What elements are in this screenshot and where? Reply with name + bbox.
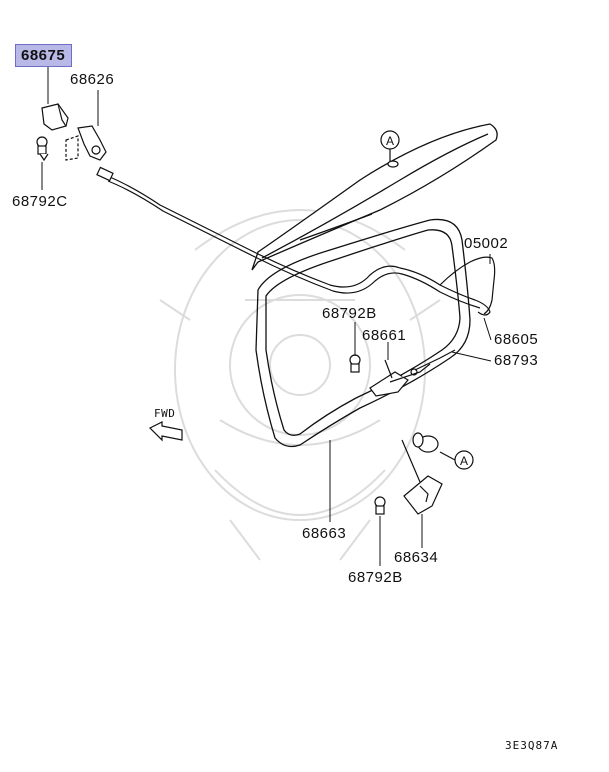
part-68792b-bottom-clip	[374, 496, 386, 515]
ref-a-top-letter: A	[386, 134, 394, 148]
cable-end-fitting	[96, 166, 114, 182]
part-68661-lock	[369, 359, 431, 397]
part-label-68792b-top[interactable]: 68792B	[322, 305, 377, 322]
ref-a-right-letter: A	[460, 454, 468, 468]
part-68793-linkage	[410, 349, 456, 376]
fwd-arrow	[148, 421, 183, 442]
part-label-68634[interactable]: 68634	[394, 549, 439, 566]
part-68792c-clip	[36, 136, 49, 162]
part-label-68605[interactable]: 68605	[494, 331, 539, 348]
weatherstrip-68663	[255, 218, 471, 448]
part-label-68663[interactable]: 68663	[302, 525, 347, 542]
ref-a-right-marker	[439, 450, 474, 470]
part-68634-latch	[401, 432, 443, 515]
part-68626-lever	[65, 125, 107, 161]
part-68675-bracket	[41, 103, 69, 131]
release-cable-05002	[104, 174, 496, 316]
trunk-lid	[251, 123, 498, 271]
fwd-label: FWD	[154, 407, 176, 420]
diagram-code: 3E3Q87A	[505, 739, 559, 752]
part-label-05002[interactable]: 05002	[464, 235, 509, 252]
leader-lines	[41, 66, 492, 566]
ref-a-top-marker	[380, 130, 400, 168]
part-label-68661[interactable]: 68661	[362, 327, 407, 344]
part-68792b-top-clip	[349, 354, 361, 373]
part-label-68792b-bottom[interactable]: 68792B	[348, 569, 403, 586]
part-label-68792c[interactable]: 68792C	[12, 193, 68, 210]
part-label-68793[interactable]: 68793	[494, 352, 539, 369]
part-label-68626[interactable]: 68626	[70, 71, 115, 88]
part-label-68675[interactable]: 68675	[15, 44, 73, 67]
